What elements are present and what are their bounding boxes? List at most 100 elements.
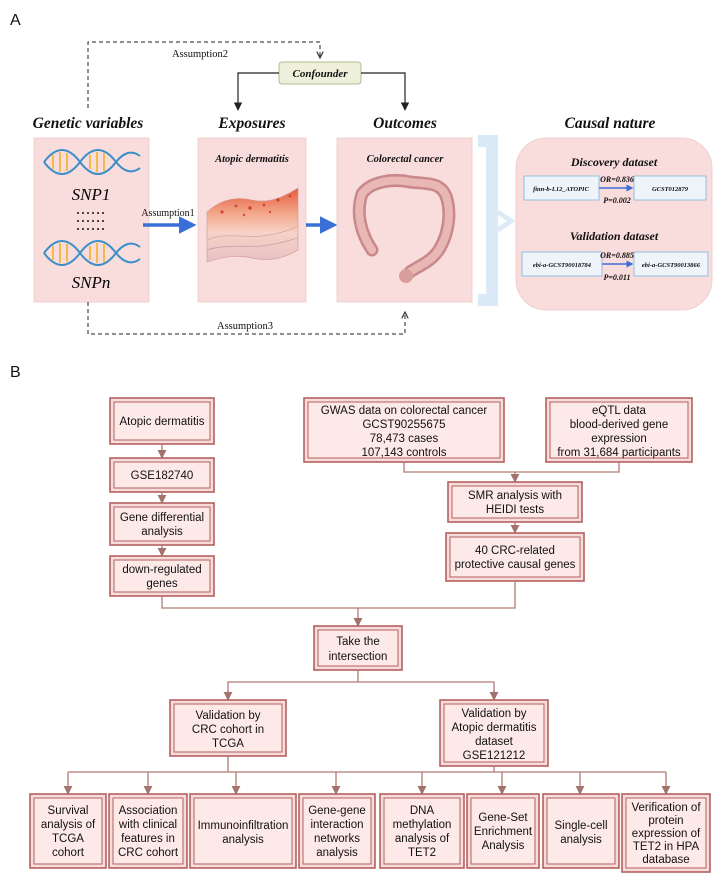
- box-gene-differential: Gene differential analysis: [109, 502, 215, 546]
- val-ad-line2: Atopic dermatitis: [451, 722, 536, 734]
- val-crc-line3: TCGA: [212, 738, 244, 750]
- b8-l5: database: [642, 854, 689, 866]
- box-smr: SMR analysis with HEIDI tests: [447, 481, 583, 523]
- b4-l1: Gene-gene: [308, 805, 366, 817]
- box-validation-ad: Validation by Atopic dermatitis dataset …: [439, 699, 549, 767]
- val-crc-line1: Validation by: [196, 710, 261, 722]
- b1-l3: TCGA: [52, 833, 84, 845]
- box-eqtl: eQTL data blood-derived gene expression …: [545, 397, 693, 463]
- panel-a-headers: Genetic variables Exposures Outcomes Cau…: [33, 115, 656, 132]
- validation-title: Validation dataset: [570, 229, 659, 243]
- header-causal-nature: Causal nature: [565, 115, 656, 132]
- causal-nature-panel: Discovery dataset finn-b-L12_ATOPIC GCST…: [515, 137, 713, 311]
- b2-l3: features in: [121, 833, 175, 845]
- box-intersection: Take the intersection: [313, 625, 403, 671]
- box-survival: Survival analysis of TCGA cohort: [29, 793, 107, 869]
- snp1-label: SNP1: [72, 185, 111, 204]
- link-merge: [161, 581, 516, 609]
- box-gsea: Gene-Set Enrichment Analysis: [466, 793, 540, 869]
- down-reg-line1: down-regulated: [122, 564, 201, 576]
- outcome-box: Colorectal cancer: [336, 137, 473, 303]
- b5-l1: DNA: [410, 805, 435, 817]
- genetic-variables-box: SNP1 SNPn: [33, 137, 150, 303]
- b1-l4: cohort: [52, 847, 85, 859]
- intersection-line1: Take the: [336, 636, 379, 648]
- validation-left-id: ebi-a-GCST90018784: [533, 262, 592, 269]
- link-intersection-validations: [227, 670, 495, 700]
- dna-icon-bottom: [43, 240, 141, 266]
- outcome-bracket: [478, 135, 498, 306]
- box-atopic-dermatitis: Atopic dermatitis: [109, 397, 215, 445]
- header-outcomes: Outcomes: [373, 115, 437, 132]
- b4-l2: interaction: [310, 819, 363, 831]
- eqtl-line3: expression: [591, 433, 647, 445]
- crc-genes-line2: protective causal genes: [455, 559, 576, 571]
- b7-l1: Single-cell: [554, 820, 607, 832]
- b4-l4: analysis: [316, 847, 358, 859]
- b5-l4: TET2: [408, 847, 436, 859]
- smr-line1: SMR analysis with: [468, 490, 562, 502]
- box-association: Association with clinical features in CR…: [108, 793, 188, 869]
- box-single-cell: Single-cell analysis: [542, 793, 620, 869]
- smr-line2: HEIDI tests: [486, 504, 544, 516]
- gwas-line3: 78,473 cases: [370, 433, 439, 445]
- eqtl-line1: eQTL data: [592, 405, 647, 417]
- gse182740-label: GSE182740: [131, 470, 194, 482]
- validation-right-id: ebi-a-GCST90013866: [642, 262, 701, 269]
- box-gwas: GWAS data on colorectal cancer GCST90255…: [303, 397, 505, 463]
- val-ad-line4: GSE121212: [463, 750, 526, 762]
- b8-l2: protein: [648, 815, 683, 827]
- b2-l2: with clinical: [118, 819, 177, 831]
- exposure-box: Atopic dermatitis: [197, 137, 307, 303]
- b2-l1: Association: [119, 805, 178, 817]
- panel-label-b: B: [10, 364, 21, 381]
- box-gse182740: GSE182740: [109, 457, 215, 493]
- discovery-p: P=0.002: [603, 196, 630, 205]
- confounder-label: Confounder: [292, 68, 348, 80]
- exposure-title: Atopic dermatitis: [214, 154, 289, 165]
- link-fanout: [68, 756, 666, 773]
- box-crc-genes: 40 CRC-related protective causal genes: [445, 532, 585, 582]
- box-gene-gene: Gene-gene interaction networks analysis: [298, 793, 376, 869]
- snp-ellipsis: [77, 212, 104, 230]
- b3-l1: Immunoinfiltration: [198, 820, 289, 832]
- discovery-title: Discovery dataset: [570, 155, 658, 169]
- b7-l2: analysis: [560, 834, 602, 846]
- b3-l2: analysis: [222, 834, 264, 846]
- b1-l1: Survival: [48, 805, 89, 817]
- bracket-arrow: [496, 209, 516, 233]
- val-crc-line2: CRC cohort in: [192, 724, 264, 736]
- box-down-regulated: down-regulated genes: [109, 555, 215, 597]
- atopic-label: Atopic dermatitis: [119, 416, 204, 428]
- assumption3-label: Assumption3: [217, 321, 273, 332]
- header-exposures: Exposures: [217, 115, 285, 132]
- b8-l4: TET2 in HPA: [633, 841, 700, 853]
- box-dna-methylation: DNA methylation analysis of TET2: [379, 793, 465, 869]
- b8-l1: Verification of: [631, 802, 701, 814]
- b2-l4: CRC cohort: [118, 847, 179, 859]
- intersection-line2: intersection: [329, 651, 388, 663]
- b6-l2: Enrichment: [474, 826, 533, 838]
- b5-l3: analysis of: [395, 833, 450, 845]
- skin-illustration: [206, 187, 299, 263]
- gwas-line4: 107,143 controls: [361, 447, 446, 459]
- header-genetic-variables: Genetic variables: [33, 115, 144, 132]
- val-ad-line3: dataset: [475, 736, 514, 748]
- b6-l1: Gene-Set: [478, 812, 528, 824]
- discovery-or: OR=0.836: [600, 175, 634, 184]
- b1-l2: analysis of: [41, 819, 96, 831]
- dna-icon-top: [43, 149, 141, 175]
- b8-l3: expression of: [632, 828, 701, 840]
- val-ad-line1: Validation by: [462, 708, 527, 720]
- confounder-to-exposure-arrow: [233, 72, 279, 111]
- snpn-label: SNPn: [72, 273, 111, 292]
- eqtl-line4: from 31,684 participants: [557, 447, 681, 459]
- down-reg-line2: genes: [146, 578, 178, 590]
- outcome-title: Colorectal cancer: [367, 154, 445, 165]
- b4-l3: networks: [314, 833, 360, 845]
- assumption3-path: [87, 302, 405, 335]
- validation-p: P=0.011: [603, 273, 630, 282]
- assumption2-path: [87, 41, 320, 108]
- gwas-line2: GCST90255675: [362, 419, 445, 431]
